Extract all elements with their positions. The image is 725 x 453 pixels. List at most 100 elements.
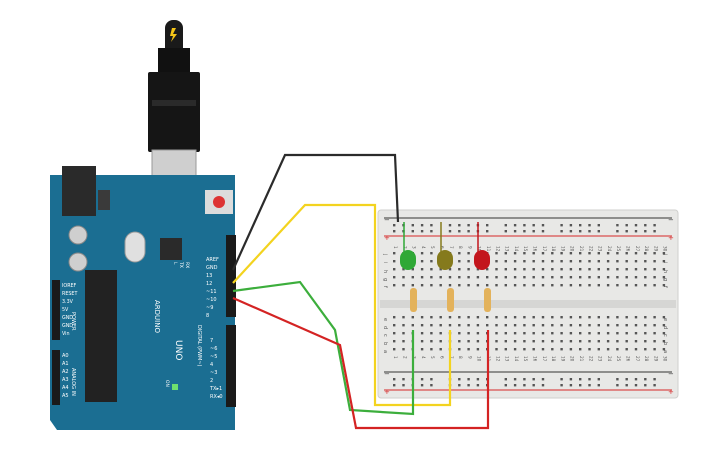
breadboard-hole[interactable] [393, 252, 396, 255]
breadboard-hole[interactable] [662, 324, 666, 327]
breadboard-hole[interactable] [541, 316, 545, 319]
breadboard-hole[interactable] [616, 348, 619, 351]
breadboard-hole[interactable] [588, 332, 591, 335]
rail-hole[interactable] [523, 230, 526, 233]
breadboard-hole[interactable] [439, 268, 442, 271]
breadboard-hole[interactable] [579, 332, 582, 335]
breadboard-hole[interactable] [551, 260, 554, 263]
breadboard-hole[interactable] [420, 332, 424, 335]
rail-hole[interactable] [411, 230, 414, 233]
breadboard-hole[interactable] [634, 252, 638, 255]
breadboard-hole[interactable] [393, 276, 396, 279]
breadboard-hole[interactable] [653, 324, 656, 327]
breadboard-hole[interactable] [532, 332, 535, 335]
rail-hole[interactable] [458, 230, 461, 233]
breadboard-hole[interactable] [541, 268, 545, 271]
breadboard-hole[interactable] [597, 268, 600, 271]
led-red[interactable] [474, 222, 490, 270]
rail-hole[interactable] [579, 230, 582, 233]
breadboard-hole[interactable] [625, 332, 628, 335]
breadboard-hole[interactable] [588, 268, 591, 271]
breadboard-hole[interactable] [467, 260, 470, 263]
breadboard-hole[interactable] [606, 260, 610, 263]
rail-hole[interactable] [430, 224, 433, 227]
breadboard-hole[interactable] [616, 324, 619, 327]
breadboard-hole[interactable] [458, 340, 461, 343]
breadboard-hole[interactable] [588, 316, 591, 319]
breadboard-hole[interactable] [653, 284, 656, 287]
breadboard-hole[interactable] [495, 268, 498, 271]
breadboard-hole[interactable] [616, 284, 619, 287]
breadboard-hole[interactable] [504, 324, 507, 327]
breadboard-hole[interactable] [467, 252, 470, 255]
rail-hole[interactable] [569, 378, 573, 381]
breadboard-hole[interactable] [597, 316, 600, 319]
breadboard-hole[interactable] [420, 260, 424, 263]
breadboard-hole[interactable] [597, 276, 600, 279]
breadboard-hole[interactable] [644, 332, 647, 335]
rail-hole[interactable] [458, 384, 461, 387]
breadboard-hole[interactable] [579, 260, 582, 263]
led-green[interactable] [400, 222, 416, 270]
breadboard-hole[interactable] [495, 324, 498, 327]
breadboard-hole[interactable] [495, 260, 498, 263]
breadboard-hole[interactable] [393, 284, 396, 287]
breadboard-hole[interactable] [513, 340, 517, 343]
rail-hole[interactable] [569, 384, 573, 387]
rail-hole[interactable] [569, 230, 573, 233]
breadboard-hole[interactable] [476, 332, 480, 335]
rail-hole[interactable] [625, 230, 628, 233]
rail-hole[interactable] [560, 384, 563, 387]
breadboard-hole[interactable] [625, 260, 628, 263]
breadboard-hole[interactable] [653, 260, 656, 263]
rail-hole[interactable] [644, 384, 647, 387]
breadboard-hole[interactable] [458, 284, 461, 287]
rail-hole[interactable] [467, 378, 470, 381]
breadboard-hole[interactable] [634, 260, 638, 263]
breadboard-hole[interactable] [625, 268, 628, 271]
breadboard-hole[interactable] [606, 252, 610, 255]
breadboard-hole[interactable] [402, 324, 405, 327]
rail-hole[interactable] [430, 384, 433, 387]
breadboard-hole[interactable] [486, 276, 489, 279]
breadboard-hole[interactable] [420, 252, 424, 255]
breadboard-hole[interactable] [644, 316, 647, 319]
breadboard-hole[interactable] [476, 284, 480, 287]
breadboard-hole[interactable] [597, 324, 600, 327]
breadboard-hole[interactable] [402, 316, 405, 319]
breadboard-hole[interactable] [523, 276, 526, 279]
breadboard-hole[interactable] [579, 284, 582, 287]
rail-hole[interactable] [430, 378, 433, 381]
rail-hole[interactable] [634, 384, 638, 387]
breadboard-hole[interactable] [597, 252, 600, 255]
arduino-board[interactable] [50, 166, 236, 430]
breadboard-hole[interactable] [634, 276, 638, 279]
rail-hole[interactable] [458, 224, 461, 227]
breadboard-hole[interactable] [411, 316, 414, 319]
breadboard-hole[interactable] [532, 284, 535, 287]
breadboard-hole[interactable] [504, 268, 507, 271]
breadboard-hole[interactable] [560, 268, 563, 271]
breadboard-hole[interactable] [551, 268, 554, 271]
breadboard-hole[interactable] [616, 276, 619, 279]
breadboard-hole[interactable] [541, 332, 545, 335]
breadboard-hole[interactable] [644, 260, 647, 263]
breadboard-hole[interactable] [402, 340, 405, 343]
breadboard-hole[interactable] [411, 284, 414, 287]
breadboard-hole[interactable] [513, 276, 517, 279]
breadboard-hole[interactable] [644, 348, 647, 351]
breadboard-hole[interactable] [616, 316, 619, 319]
breadboard-hole[interactable] [486, 284, 489, 287]
breadboard-hole[interactable] [644, 268, 647, 271]
breadboard-hole[interactable] [458, 332, 461, 335]
breadboard-hole[interactable] [560, 252, 563, 255]
breadboard-hole[interactable] [439, 340, 442, 343]
breadboard-hole[interactable] [513, 324, 517, 327]
breadboard-hole[interactable] [569, 268, 573, 271]
breadboard-hole[interactable] [420, 348, 424, 351]
wire-pin11[interactable] [232, 280, 415, 416]
rail-hole[interactable] [513, 384, 517, 387]
breadboard-hole[interactable] [551, 340, 554, 343]
led-yellow[interactable] [437, 222, 453, 270]
breadboard-hole[interactable] [662, 252, 666, 255]
